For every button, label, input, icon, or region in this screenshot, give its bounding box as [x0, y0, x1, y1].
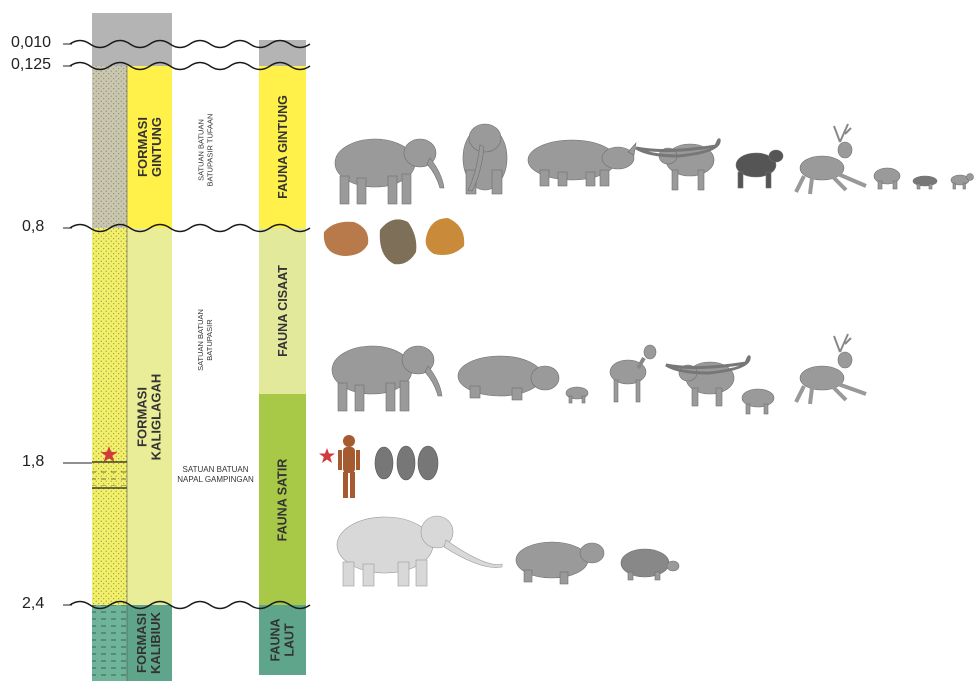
- mammoth-stegodon-icon: [337, 516, 502, 586]
- pygmy-hippo-icon: [516, 542, 604, 584]
- fauna-cisaat-label: FAUNA CISAAT: [259, 228, 306, 394]
- star-icon: [319, 448, 335, 463]
- stone-tool-icon: [375, 446, 438, 480]
- elephas-icon: [463, 124, 507, 194]
- time-label-24: 2,4: [22, 596, 44, 612]
- deer-icon: [796, 124, 866, 194]
- small-mammal-icon: [913, 176, 937, 189]
- pig-icon: [742, 389, 774, 414]
- bubalus-icon: [636, 140, 719, 190]
- tapir-icon: [736, 150, 783, 188]
- unit-napal-gampingan-label: SATUAN BATUAN NAPAL GAMPINGAN: [172, 465, 259, 485]
- rhinoceros-icon: [528, 140, 636, 186]
- time-label-0010: 0,010: [11, 35, 51, 51]
- stegodon-icon: [332, 346, 442, 411]
- hominid-icon: [338, 435, 360, 498]
- bubalus-icon: [666, 357, 749, 406]
- macaque-icon: [951, 174, 974, 190]
- time-label-0125: 0,125: [11, 57, 51, 73]
- fauna-satir-label: FAUNA SATIR: [259, 394, 306, 605]
- time-ticks: [63, 44, 92, 605]
- tortoise-icon: [621, 549, 679, 580]
- time-label-18: 1,8: [22, 454, 44, 470]
- hippopotamus-icon: [458, 356, 559, 400]
- time-label-08: 0,8: [22, 219, 44, 235]
- banteng-icon: [610, 345, 656, 402]
- stegodon-icon: [335, 139, 444, 204]
- fauna-gintung-label: FAUNA GINTUNG: [259, 66, 306, 228]
- small-mammal-icon: [566, 387, 588, 403]
- stone-tool-icon: [324, 218, 464, 264]
- deer-icon: [796, 334, 866, 404]
- pig-icon: [874, 168, 900, 189]
